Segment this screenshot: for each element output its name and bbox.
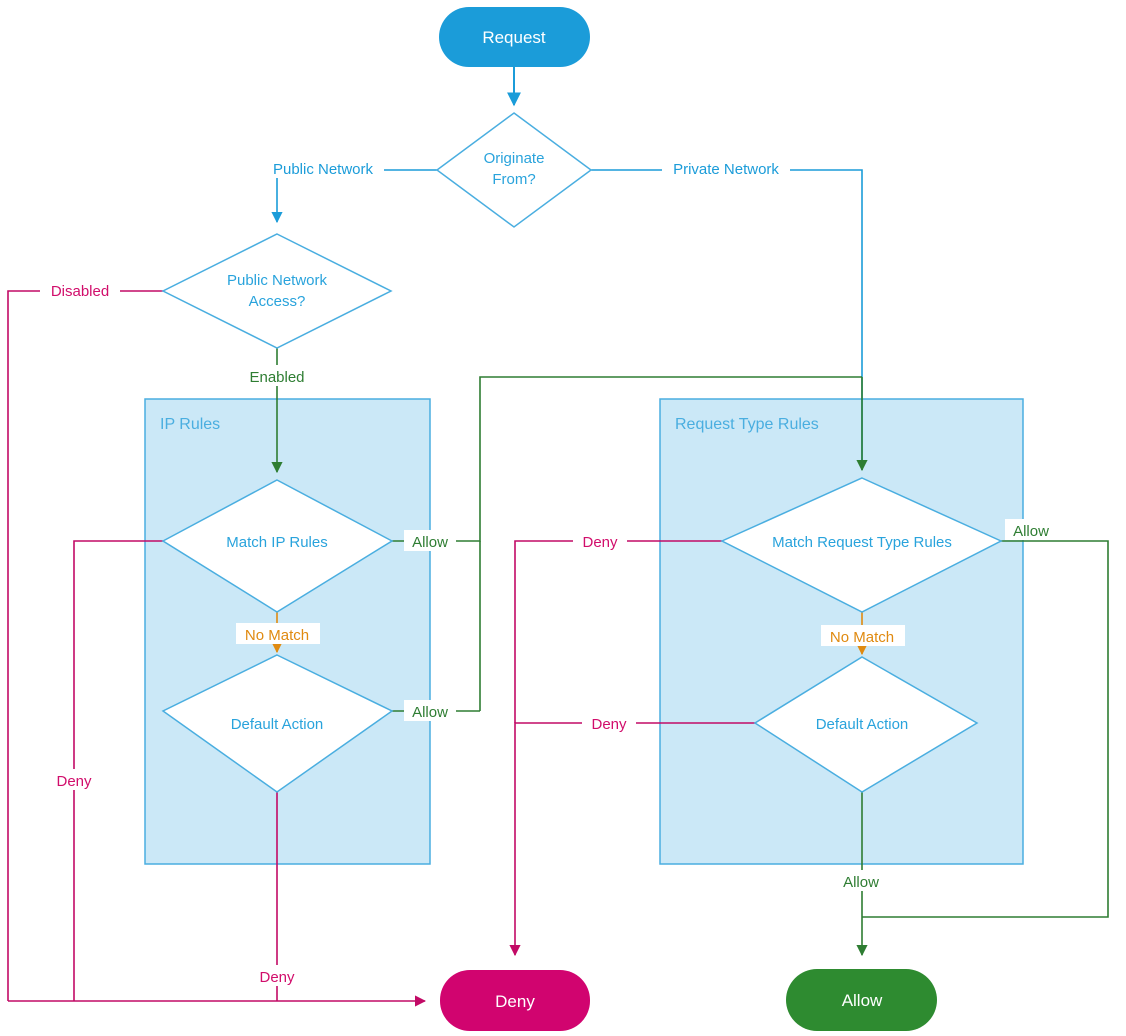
node-originate-from-label-2: From?: [492, 171, 535, 188]
edge-label-ip-no-match-bg: [236, 623, 320, 644]
edge-label-rt-no-match-bg: [821, 625, 905, 646]
node-deny-label: Deny: [495, 992, 535, 1011]
edge-rt-match-deny: [514, 540, 722, 723]
edge-label-rt-default-allow-text: Allow: [843, 874, 879, 891]
node-allow-label: Allow: [842, 991, 883, 1010]
edge-label-rt-match-deny-bg: [573, 530, 627, 551]
node-public-network-access[interactable]: Public Network Access?: [161, 233, 393, 349]
edge-label-ip-match-allow: Allow: [404, 530, 456, 551]
node-match-request-type-rules[interactable]: Match Request Type Rules: [720, 477, 1003, 613]
node-ip-default-action[interactable]: Default Action: [161, 654, 394, 793]
node-ip-default-action-label: Default Action: [231, 716, 324, 733]
node-match-ip-rules-shape: [161, 479, 394, 613]
node-request-type-default-action-shape: [753, 656, 979, 793]
edge-label-disabled: Disabled: [40, 279, 120, 300]
node-request-type-default-action[interactable]: Default Action: [753, 656, 979, 793]
edge-label-rt-no-match: No Match: [821, 625, 905, 646]
node-request-label: Request: [482, 28, 546, 47]
node-ip-default-action-shape: [161, 654, 394, 793]
edge-label-enabled-bg: [241, 365, 313, 386]
node-originate-from-shape: [435, 112, 593, 228]
edge-label-rt-default-deny-bg: [582, 712, 636, 733]
edge-label-ip-default-deny-text: Deny: [259, 969, 295, 986]
edge-label-ip-default-deny-bg: [253, 965, 303, 986]
edge-label-rt-match-allow-bg: [1005, 519, 1057, 540]
node-request-type-default-action-label: Default Action: [816, 716, 909, 733]
node-public-network-access-label-1: Public Network: [227, 272, 328, 289]
edge-label-enabled-text: Enabled: [249, 369, 304, 386]
edge-ip-match-deny: [73, 540, 163, 1001]
edge-label-rt-match-allow: Allow: [1005, 519, 1057, 540]
edge-label-ip-match-deny-bg: [50, 769, 100, 790]
node-originate-from-label-1: Originate: [484, 150, 545, 167]
edge-label-ip-default-allow-text: Allow: [412, 704, 448, 721]
edge-label-ip-match-allow-text: Allow: [412, 534, 448, 551]
edge-label-rt-match-allow-text: Allow: [1013, 523, 1049, 540]
edge-label-public-network-bg: [262, 157, 384, 178]
edge-label-ip-match-deny: Deny: [50, 769, 100, 790]
node-allow[interactable]: Allow: [786, 969, 937, 1031]
group-request-type-rules: Request Type Rules: [659, 398, 1024, 865]
edge-label-ip-default-allow: Allow: [404, 700, 456, 721]
node-deny[interactable]: Deny: [440, 970, 590, 1031]
edge-label-disabled-bg: [40, 279, 120, 300]
edge-label-ip-default-allow-bg: [404, 700, 456, 721]
edge-label-disabled-text: Disabled: [51, 283, 109, 300]
edge-label-public-network-text: Public Network: [273, 161, 374, 178]
node-match-request-type-rules-shape: [720, 477, 1003, 613]
node-public-network-access-label-2: Access?: [249, 293, 306, 310]
edge-label-rt-default-deny: Deny: [582, 712, 636, 733]
edge-label-ip-match-allow-bg: [404, 530, 456, 551]
edge-label-ip-no-match: No Match: [236, 623, 320, 644]
group-request-type-rules-title: Request Type Rules: [675, 416, 819, 433]
node-match-ip-rules-label: Match IP Rules: [226, 534, 327, 551]
node-request[interactable]: Request: [439, 7, 590, 67]
edge-rt-match-allow: [862, 540, 1109, 918]
edge-label-ip-default-deny: Deny: [253, 965, 303, 986]
edge-label-rt-default-allow: Allow: [835, 870, 887, 891]
edge-label-rt-match-deny-text: Deny: [582, 534, 618, 551]
node-deny-shape: [440, 970, 590, 1031]
edge-disabled: [7, 290, 163, 1001]
edge-label-rt-default-allow-bg: [835, 870, 887, 891]
edge-rt-default-deny: [509, 722, 755, 957]
edge-label-rt-default-deny-text: Deny: [591, 716, 627, 733]
edge-label-ip-no-match-text: No Match: [245, 627, 309, 644]
edge-label-rt-match-deny: Deny: [573, 530, 627, 551]
node-originate-from[interactable]: Originate From?: [435, 112, 593, 228]
edge-label-enabled: Enabled: [241, 365, 313, 386]
group-ip-rules-title: IP Rules: [160, 416, 220, 433]
node-match-request-type-rules-label: Match Request Type Rules: [772, 534, 952, 551]
node-request-shape: [439, 7, 590, 67]
node-allow-shape: [786, 969, 937, 1031]
edge-label-private-network-bg: [662, 157, 790, 178]
edge-label-ip-match-deny-text: Deny: [56, 773, 92, 790]
node-match-ip-rules[interactable]: Match IP Rules: [161, 479, 394, 613]
node-public-network-access-shape: [161, 233, 393, 349]
edge-label-rt-no-match-text: No Match: [830, 629, 894, 646]
edge-label-public-network: Public Network: [262, 157, 384, 178]
edge-label-private-network: Private Network: [662, 157, 790, 178]
edge-label-private-network-text: Private Network: [673, 161, 779, 178]
